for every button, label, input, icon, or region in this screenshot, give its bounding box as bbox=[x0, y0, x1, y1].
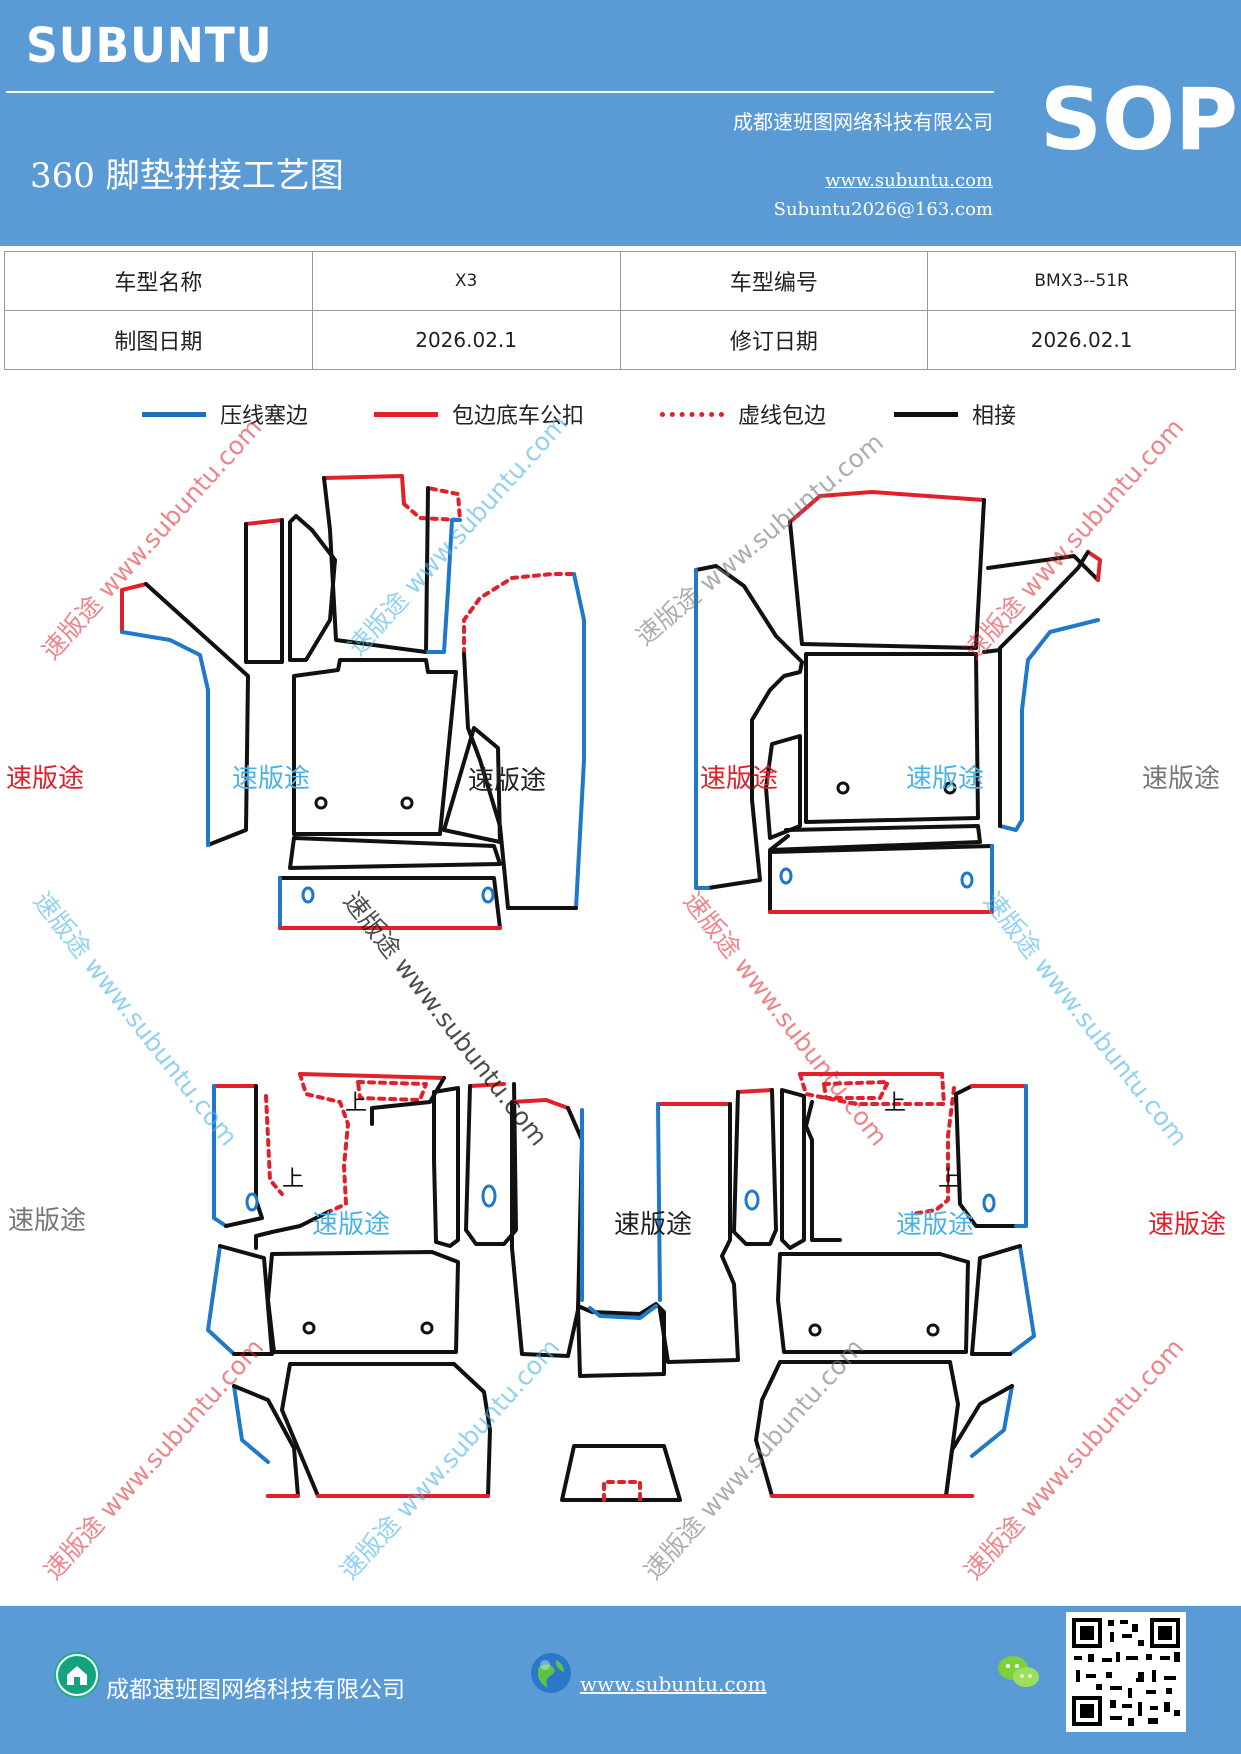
watermark-brand: 速版途 bbox=[6, 764, 85, 794]
globe-icon bbox=[528, 1650, 574, 1696]
home-icon bbox=[54, 1652, 100, 1698]
watermark-brand: 速版途 bbox=[1148, 1210, 1227, 1240]
label-model-code: 车型编号 bbox=[619, 251, 929, 311]
watermark-brand: 速版途 bbox=[906, 764, 985, 794]
footer-company: 成都速班图网络科技有限公司 bbox=[106, 1677, 405, 1703]
qr-code bbox=[1066, 1612, 1186, 1732]
qr-code bbox=[1066, 1612, 1186, 1732]
table-row: 制图日期 2026.02.1 修订日期 2026.02.1 bbox=[4, 310, 1236, 370]
value-model-code: BMX3--51R bbox=[927, 251, 1236, 311]
brand-logo: SUBUNTU bbox=[26, 18, 273, 74]
legend-swatch bbox=[374, 411, 438, 417]
mat-group-front-left bbox=[120, 474, 586, 930]
legend: 压线塞边 包边底车公扣 虚线包边 相接 bbox=[0, 398, 1241, 438]
watermark-brand: 速版途 bbox=[8, 1206, 87, 1236]
page-title: 360 脚垫拼接工艺图 bbox=[30, 156, 344, 196]
legend-item-dotted-wrap: 虚线包边 bbox=[660, 398, 826, 430]
legend-label: 相接 bbox=[972, 404, 1017, 429]
legend-label: 包边底车公扣 bbox=[452, 404, 585, 429]
mat-group-rear-right bbox=[732, 1072, 1036, 1498]
watermark-brand: 速版途 bbox=[614, 1210, 693, 1240]
header-website-link[interactable]: www.subuntu.com bbox=[825, 170, 993, 191]
label-model-name: 车型名称 bbox=[4, 251, 313, 311]
up-label: 上 bbox=[884, 1091, 906, 1116]
up-label: 上 bbox=[938, 1167, 960, 1192]
up-label: 上 bbox=[345, 1091, 367, 1116]
globe-icon bbox=[531, 1653, 571, 1693]
legend-item-joined: 相接 bbox=[894, 398, 1016, 430]
label-draw-date: 制图日期 bbox=[4, 310, 313, 370]
label-revision-date: 修订日期 bbox=[619, 310, 929, 370]
mat-group-rear-left bbox=[206, 1072, 584, 1498]
mat-group-front-right bbox=[694, 490, 1102, 914]
wechat-icon[interactable] bbox=[996, 1652, 1042, 1692]
watermark-brand: 速版途 bbox=[312, 1210, 391, 1240]
info-table: 车型名称 X3 车型编号 BMX3--51R 制图日期 2026.02.1 修订… bbox=[4, 251, 1236, 370]
sop-badge: SOP bbox=[1040, 70, 1239, 170]
mat-group-rear-center bbox=[560, 1102, 740, 1502]
value-revision-date: 2026.02.1 bbox=[927, 310, 1236, 370]
legend-label: 虚线包边 bbox=[738, 404, 827, 429]
legend-swatch bbox=[142, 411, 206, 417]
page-header: SUBUNTU 成都速班图网络科技有限公司 360 脚垫拼接工艺图 www.su… bbox=[0, 0, 1241, 246]
watermark-brand: 速版途 bbox=[896, 1210, 975, 1240]
watermark-brand: 速版途 bbox=[232, 764, 311, 794]
header-divider bbox=[6, 91, 994, 93]
value-model-name: X3 bbox=[311, 251, 621, 311]
header-email[interactable]: Subuntu2026@163.com bbox=[773, 199, 993, 220]
floor-mat-diagram: .k{stroke:#111;stroke-width:4} .b{stroke… bbox=[120, 474, 1102, 1502]
legend-item-press-line: 压线塞边 bbox=[142, 398, 308, 430]
wechat-icon bbox=[998, 1656, 1039, 1687]
up-label: 上 bbox=[282, 1167, 304, 1192]
legend-swatch bbox=[894, 411, 958, 417]
footer-website-link[interactable]: www.subuntu.com bbox=[580, 1672, 767, 1696]
watermark-brand: 速版途 bbox=[1142, 764, 1221, 794]
home-icon bbox=[56, 1654, 98, 1696]
legend-swatch bbox=[660, 411, 724, 417]
watermark-brand: 速版途 bbox=[468, 766, 547, 796]
watermark-brand: 速版途 bbox=[700, 764, 779, 794]
legend-item-wrap-edge: 包边底车公扣 bbox=[374, 398, 584, 430]
table-row: 车型名称 X3 车型编号 BMX3--51R bbox=[4, 251, 1236, 311]
header-company: 成都速班图网络科技有限公司 bbox=[733, 110, 993, 134]
value-draw-date: 2026.02.1 bbox=[311, 310, 621, 370]
legend-label: 压线塞边 bbox=[220, 404, 309, 429]
